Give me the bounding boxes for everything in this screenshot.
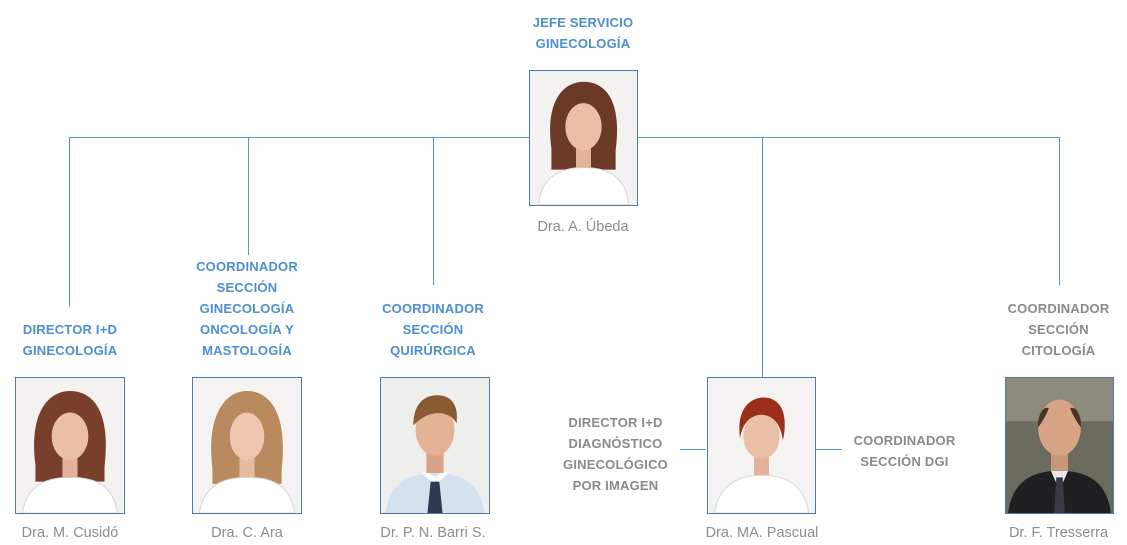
member-right-title-pascual: COORDINADOR SECCIÓN DGI bbox=[853, 433, 956, 469]
connector-pascual bbox=[762, 137, 763, 377]
member-title-ara: COORDINADOR SECCIÓN GINECOLOGÍA ONCOLOGÍ… bbox=[196, 259, 298, 358]
connector-cusido bbox=[69, 137, 70, 307]
member-name-pascual: Dra. MA. Pascual bbox=[705, 525, 819, 541]
member-photo-barri bbox=[380, 377, 490, 514]
connector-tresserra bbox=[1059, 137, 1060, 285]
member-name-tresserra: Dr. F. Tresserra bbox=[1008, 525, 1109, 541]
member-photo-ara bbox=[192, 377, 302, 514]
connector-pascual-right-label bbox=[816, 449, 842, 450]
head-title: JEFE SERVICIO GINECOLOGÍA bbox=[532, 15, 634, 51]
connector-ara bbox=[248, 137, 249, 255]
head-photo bbox=[529, 70, 638, 206]
member-title-barri: COORDINADOR SECCIÓN QUIRÚRGICA bbox=[382, 301, 484, 358]
member-left-title-pascual: DIRECTOR I+D DIAGNÓSTICO GINECOLÓGICO PO… bbox=[563, 415, 668, 493]
member-photo-pascual bbox=[707, 377, 816, 514]
member-photo-cusido bbox=[15, 377, 125, 514]
member-name-cusido: Dra. M. Cusidó bbox=[21, 525, 119, 541]
member-title-tresserra: COORDINADOR SECCIÓN CITOLOGÍA bbox=[1007, 301, 1110, 358]
member-name-ara: Dra. C. Ara bbox=[211, 525, 283, 541]
connector-barri bbox=[433, 137, 434, 285]
member-title-cusido: DIRECTOR I+D GINECOLOGÍA bbox=[22, 322, 118, 358]
member-name-barri: Dr. P. N. Barri S. bbox=[380, 525, 486, 541]
connector-pascual-left-label bbox=[680, 449, 706, 450]
member-photo-tresserra bbox=[1005, 377, 1114, 514]
head-name: Dra. A. Úbeda bbox=[537, 219, 629, 235]
